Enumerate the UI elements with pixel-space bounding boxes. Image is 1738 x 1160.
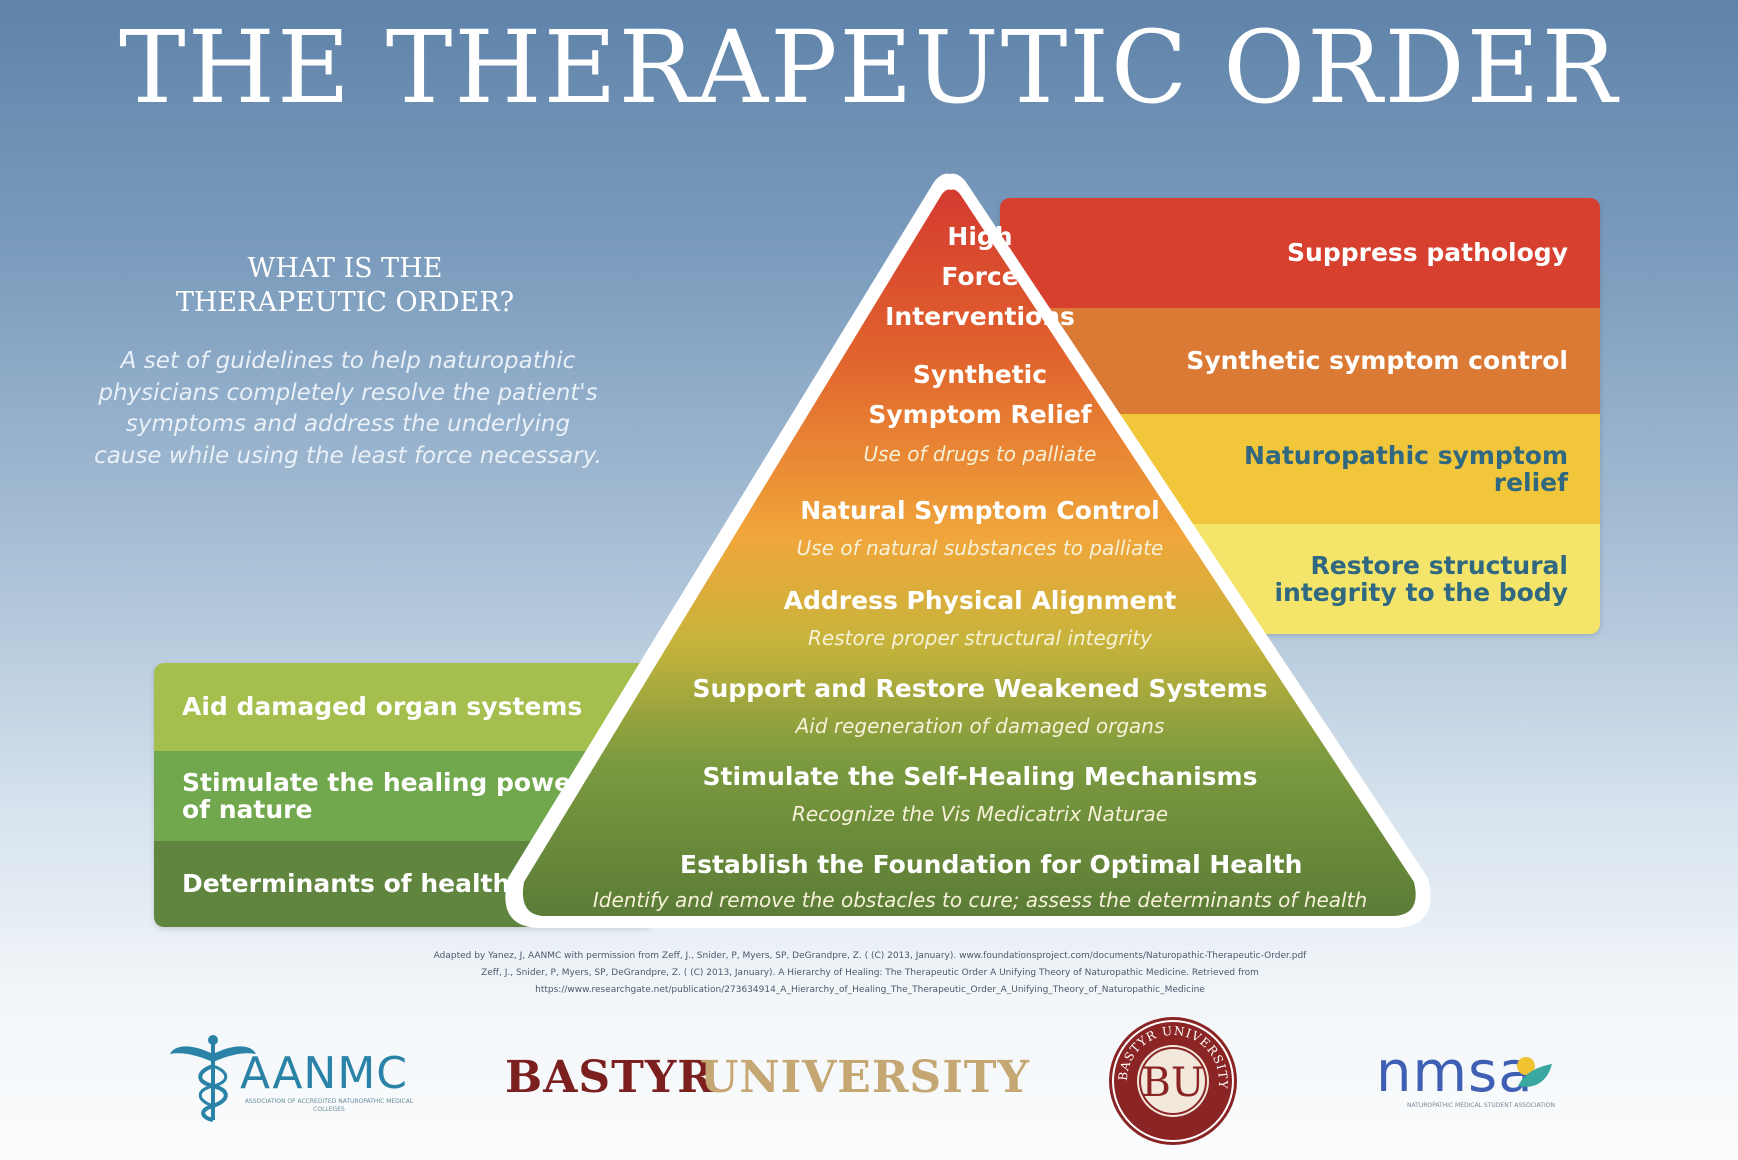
aanmc-logo: AANMC — [240, 1048, 409, 1099]
aanmc-logo-subtitle: ASSOCIATION OF ACCREDITED NATUROPATHIC M… — [244, 1098, 414, 1113]
pyramid-title-line: Synthetic — [912, 360, 1048, 389]
right-band-row-synthetic: Synthetic symptom control — [1000, 308, 1600, 414]
pyramid-level-5-title: Support and Restore Weakened Systems — [692, 674, 1268, 703]
pyramid-level-1-title-c: Interventions — [680, 302, 1280, 332]
left-band-row-organ: Aid damaged organ systems — [154, 663, 654, 751]
right-band-label: Suppress pathology — [1287, 238, 1568, 268]
question-heading: WHAT IS THE THERAPEUTIC ORDER? — [120, 252, 570, 320]
svg-text:BU: BU — [1141, 1060, 1204, 1106]
pyramid-title-line: Symptom Relief — [868, 400, 1092, 429]
pyramid-level-3-subtitle: Use of natural substances to palliate — [796, 536, 1164, 560]
pyramid-title-line: Interventions — [885, 302, 1075, 331]
bastyr-logo-word: BASTYR — [505, 1052, 715, 1103]
pyramid-level-3-title: Natural Symptom Control — [800, 496, 1160, 525]
pyramid-level-5-subtitle: Aid regeneration of damaged organs — [795, 714, 1165, 738]
pyramid-level-6-subtitle: Recognize the Vis Medicatrix Naturae — [791, 802, 1169, 826]
right-band-row-suppress: Suppress pathology — [1000, 198, 1600, 308]
question-description-line: physicians completely resolve the patien… — [98, 379, 598, 406]
question-description-line: cause while using the least force necess… — [94, 443, 602, 470]
right-band-label: Naturopathic symptom — [1244, 440, 1568, 470]
question-heading-line: THERAPEUTIC ORDER? — [175, 286, 515, 318]
question-heading-line: WHAT IS THE — [247, 253, 443, 284]
right-band-label: Restore structural — [1310, 550, 1569, 580]
pyramid-title-line: High — [947, 222, 1013, 251]
citation-line: Adapted by Yanez, J, AANMC with permissi… — [433, 951, 1307, 961]
caduceus-icon — [170, 1035, 256, 1122]
pyramid-level-2-title-b: Symptom Relief — [680, 400, 1280, 430]
pyramid-level-2-title: Synthetic — [680, 360, 1280, 390]
citation-line: Zeff, J., Snider, P, Myers, SP, DeGrandp… — [481, 968, 1259, 978]
right-band-label: Synthetic symptom control — [1186, 346, 1568, 376]
question-description-line: A set of guidelines to help naturopathic — [120, 348, 576, 374]
pyramid-level-1-title-b: Force — [680, 262, 1280, 292]
right-band-label: integrity to the body — [1274, 578, 1568, 607]
question-description: A set of guidelines to help naturopathic… — [78, 346, 618, 473]
bastyr-seal-icon: BASTYR UNIVERSITY BU — [1109, 1017, 1237, 1145]
left-band-label: of nature — [182, 795, 313, 824]
pyramid-level-6-title: Stimulate the Self-Healing Mechanisms — [702, 762, 1258, 791]
nmsa-leaf-icon — [1517, 1057, 1552, 1087]
pyramid-level-2-subtitle: Use of drugs to palliate — [863, 442, 1097, 466]
left-band-label: Stimulate the healing power — [182, 767, 584, 797]
citation-line: https://www.researchgate.net/publication… — [535, 985, 1205, 995]
pyramid-level-1-title: High — [680, 222, 1280, 252]
left-band-label: Aid damaged organ systems — [182, 692, 583, 722]
university-logo-word: UNIVERSITY — [700, 1052, 1030, 1103]
nmsa-logo-subtitle: NATUROPATHIC MEDICAL STUDENT ASSOCIATION — [1407, 1102, 1555, 1109]
right-band-label: relief — [1493, 468, 1568, 497]
pyramid-level-7-title: Establish the Foundation for Optimal Hea… — [680, 850, 1303, 879]
left-band-label: Determinants of health — [182, 869, 511, 899]
pyramid-level-7-subtitle: Identify and remove the obstacles to cur… — [592, 888, 1368, 912]
pyramid-title-line: Force — [941, 262, 1019, 291]
page-title: THE THERAPEUTIC ORDER — [119, 9, 1619, 126]
nmsa-logo: nmsa — [1376, 1040, 1534, 1105]
pyramid-level-4-subtitle: Restore proper structural integrity — [808, 626, 1152, 650]
question-description-line: symptoms and address the underlying — [125, 411, 571, 438]
pyramid-fill — [522, 189, 1416, 916]
pyramid-level-4-title: Address Physical Alignment — [783, 586, 1177, 615]
